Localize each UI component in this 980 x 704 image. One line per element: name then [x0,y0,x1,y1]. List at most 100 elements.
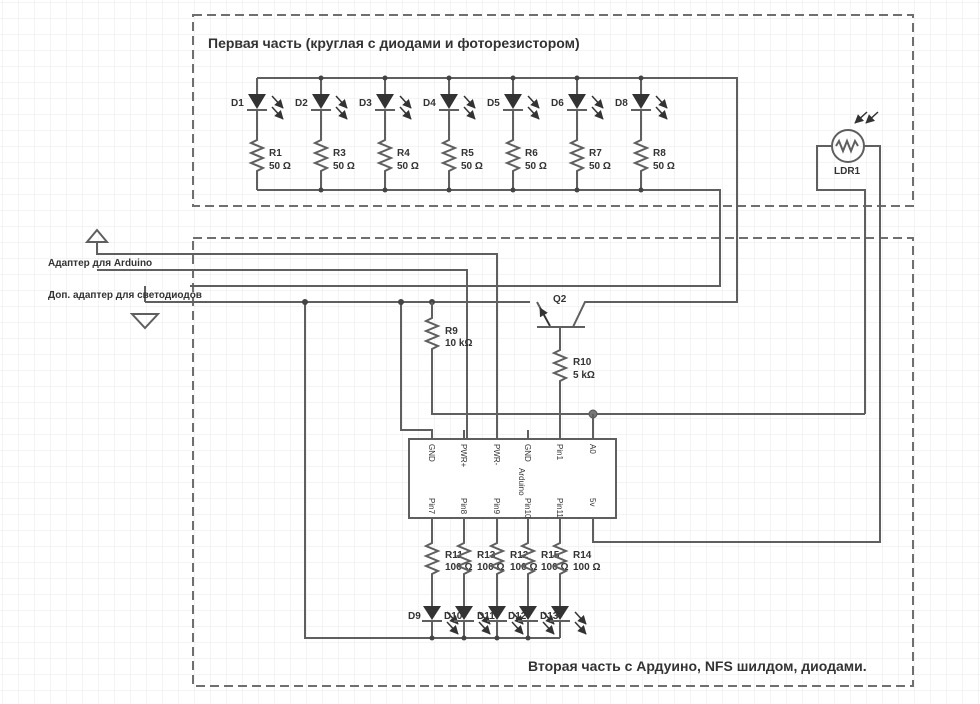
resistor-value: 50 Ω [589,161,611,172]
diode-label: D11 [477,611,495,622]
arduino-pin-label: Pin7 [427,498,436,515]
light-arrow-icon [511,621,524,635]
light-arrow-icon [271,95,284,109]
diode-label: D8 [615,98,628,109]
resistor-value: 50 Ω [397,161,419,172]
transistor-q2: Q2 R10 5 kΩ [536,294,598,440]
diode-label: D9 [408,611,421,622]
resistor-value: 100 Ω [477,562,504,573]
arduino-pin-label: 5v [588,498,597,506]
r10-value: 5 kΩ [573,370,595,381]
led-diode-icon [504,94,522,109]
arduino-pin-label: GND [523,444,532,462]
diode-label: D5 [487,98,500,109]
resistor-value: 50 Ω [653,161,675,172]
led-diode-icon [568,94,586,109]
resistor-label: R3 [333,148,346,159]
light-arrow-icon [399,106,412,120]
resistor-label: R5 [461,148,474,159]
part2-title: Вторая часть с Ардуино, NFS шилдом, диод… [528,658,867,674]
resistor-value: 100 Ω [445,562,472,573]
arduino-pin-label: Pin10 [523,498,532,519]
diode-label: D6 [551,98,564,109]
light-arrow-icon [463,95,476,109]
led-diode-icon [455,606,473,620]
resistor-r9: R9 10 kΩ [423,302,590,415]
resistor-label: R15 [541,550,560,561]
resistor-value: 50 Ω [333,161,355,172]
power-adapters: Адаптер для Arduino Доп. адаптер для све… [48,228,530,440]
light-arrow-icon [527,95,540,109]
light-arrow-icon [574,611,587,625]
led-diode-icon [488,606,506,620]
light-arrow-icon [655,95,668,109]
ldr-photoresistor: LDR1 [592,111,881,543]
led-diode-icon [248,94,266,109]
q2-label: Q2 [553,294,567,305]
arduino-label: Arduino [517,468,526,496]
resistor-value: 50 Ω [525,161,547,172]
arduino-adapter-label: Адаптер для Arduino [48,258,152,269]
light-arrow-icon [542,621,555,635]
light-arrow-icon [591,106,604,120]
resistor-label: R4 [397,148,410,159]
arduino-pin-label: PWR+ [459,444,468,468]
light-arrow-icon [655,106,668,120]
r10-name: R10 [573,357,592,368]
arduino-pin-label: Pin11 [555,498,564,518]
light-arrow-icon [399,95,412,109]
ldr-label: LDR1 [834,166,861,177]
light-arrow-icon [446,621,459,635]
led-diode-icon [423,606,441,620]
led-diode-icon [376,94,394,109]
resistor-value: 100 Ω [573,562,600,573]
resistor-label: R1 [269,148,282,159]
resistor-label: R7 [589,148,602,159]
resistor-label: R11 [445,550,463,561]
section-box-part1 [192,14,914,207]
r9-name: R9 [445,326,458,337]
led-diode-icon [440,94,458,109]
light-arrow-icon [591,95,604,109]
led-diode-icon [312,94,330,109]
arduino-pin-label: A0 [588,444,597,454]
resistor-label: R12 [510,550,529,561]
light-arrow-icon [335,106,348,120]
arduino-pin-label: Pin8 [459,498,468,515]
diode-label: D10 [444,611,463,622]
diode-label: D3 [359,98,372,109]
resistor-value: 50 Ω [269,161,291,172]
diode-label: D12 [508,611,527,622]
r9-value: 10 kΩ [445,338,472,349]
resistor-value: 100 Ω [541,562,568,573]
light-arrow-icon [574,621,587,635]
led-adapter-label: Доп. адаптер для светодиодов [48,290,202,301]
light-arrow-icon [478,621,491,635]
diode-label: D2 [295,98,308,109]
resistor-label: R8 [653,148,666,159]
resistor-value: 50 Ω [461,161,483,172]
led-diode-icon [551,606,569,620]
light-arrow-icon [854,111,868,124]
led-diode-icon [519,606,537,620]
arduino-pin-label: PWR- [492,444,501,466]
light-arrow-icon [527,106,540,120]
diode-label: D1 [231,98,244,109]
led-ground-wire [304,302,560,639]
part1-title: Первая часть (круглая с диодами и фоторе… [208,35,580,51]
resistor-label: R13 [477,550,496,561]
led-diode-icon [632,94,650,109]
